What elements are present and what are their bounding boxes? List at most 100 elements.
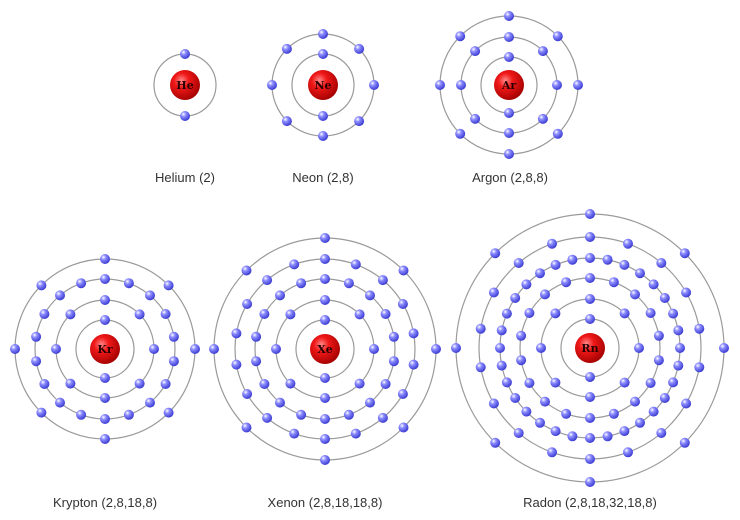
electron [388, 331, 399, 342]
electron [585, 253, 595, 263]
electron [504, 32, 514, 42]
electron [36, 280, 47, 291]
electron [547, 447, 557, 458]
electron [180, 111, 190, 121]
electron [495, 343, 505, 353]
electron [318, 131, 328, 141]
electron [516, 355, 527, 366]
atom-label-neon: Neon (2,8) [292, 170, 354, 185]
electron [262, 275, 273, 286]
electron [354, 309, 365, 320]
electron [149, 344, 159, 354]
electron [163, 407, 174, 418]
electron [134, 378, 145, 389]
electron [377, 275, 388, 286]
atom-label-radon: Radon (2,8,18,32,18,8) [523, 495, 657, 510]
electron [289, 428, 300, 439]
electron [634, 343, 644, 353]
nucleus [575, 333, 605, 363]
electron [281, 116, 292, 127]
electron [490, 437, 501, 448]
electron [537, 46, 548, 57]
electron [163, 280, 174, 291]
electron [608, 408, 619, 419]
electron [289, 259, 300, 270]
atom-argon: Ar [435, 11, 583, 159]
electron [160, 309, 171, 319]
electron [100, 295, 110, 305]
electron [501, 308, 512, 319]
electron [653, 355, 664, 366]
electron [455, 128, 466, 139]
electron [296, 278, 307, 289]
electron [504, 108, 514, 118]
electron [488, 287, 499, 298]
electron [552, 31, 563, 42]
electron [673, 325, 684, 336]
electron [242, 389, 253, 399]
electron [36, 407, 47, 418]
electron [168, 356, 179, 367]
electron [397, 389, 408, 399]
electron [76, 278, 87, 289]
electron [585, 273, 595, 283]
electron [76, 409, 87, 420]
electron [320, 434, 330, 444]
nucleus-symbol: Rn [581, 342, 598, 355]
electron [365, 290, 375, 301]
electron [134, 309, 145, 320]
nucleus-symbol: Kr [97, 343, 113, 356]
electron [496, 360, 507, 371]
nucleus-symbol: Ar [501, 79, 517, 92]
electron [100, 274, 110, 284]
electron [475, 362, 486, 373]
electron [561, 408, 572, 419]
nucleus-symbol: He [176, 79, 193, 92]
electron [585, 294, 595, 304]
electron [145, 290, 155, 301]
electron [535, 417, 545, 428]
electron [504, 149, 514, 159]
electron [451, 343, 461, 353]
electron [365, 397, 375, 408]
electron [550, 426, 561, 437]
electron [320, 274, 330, 284]
electron [567, 431, 578, 442]
electron [694, 323, 705, 334]
electron [585, 209, 595, 219]
electron [675, 343, 685, 353]
electron [521, 406, 532, 417]
electron [398, 265, 409, 276]
electron [231, 328, 242, 339]
electron [656, 428, 667, 438]
electron [100, 414, 110, 424]
electron [455, 31, 466, 42]
electron [567, 254, 578, 265]
electron [648, 279, 659, 290]
electron [180, 49, 190, 59]
electron [369, 344, 379, 354]
electron [573, 80, 583, 90]
nucleus [170, 70, 200, 100]
electron [635, 417, 645, 428]
electron [679, 248, 690, 259]
electron [320, 455, 330, 465]
electron [320, 295, 330, 305]
electron [398, 422, 409, 433]
electron [318, 29, 328, 39]
electron [267, 80, 277, 90]
electron [271, 344, 281, 354]
electron [318, 49, 328, 59]
electron [585, 454, 595, 464]
nucleus-symbol: Xe [317, 343, 333, 356]
electron [504, 11, 514, 21]
nucleus-symbol: Ne [314, 79, 331, 92]
electron [320, 414, 330, 424]
electron [275, 290, 285, 301]
electron [719, 343, 729, 353]
electron [550, 377, 561, 388]
electron [602, 431, 613, 442]
electron [513, 258, 524, 268]
electron [39, 379, 50, 389]
